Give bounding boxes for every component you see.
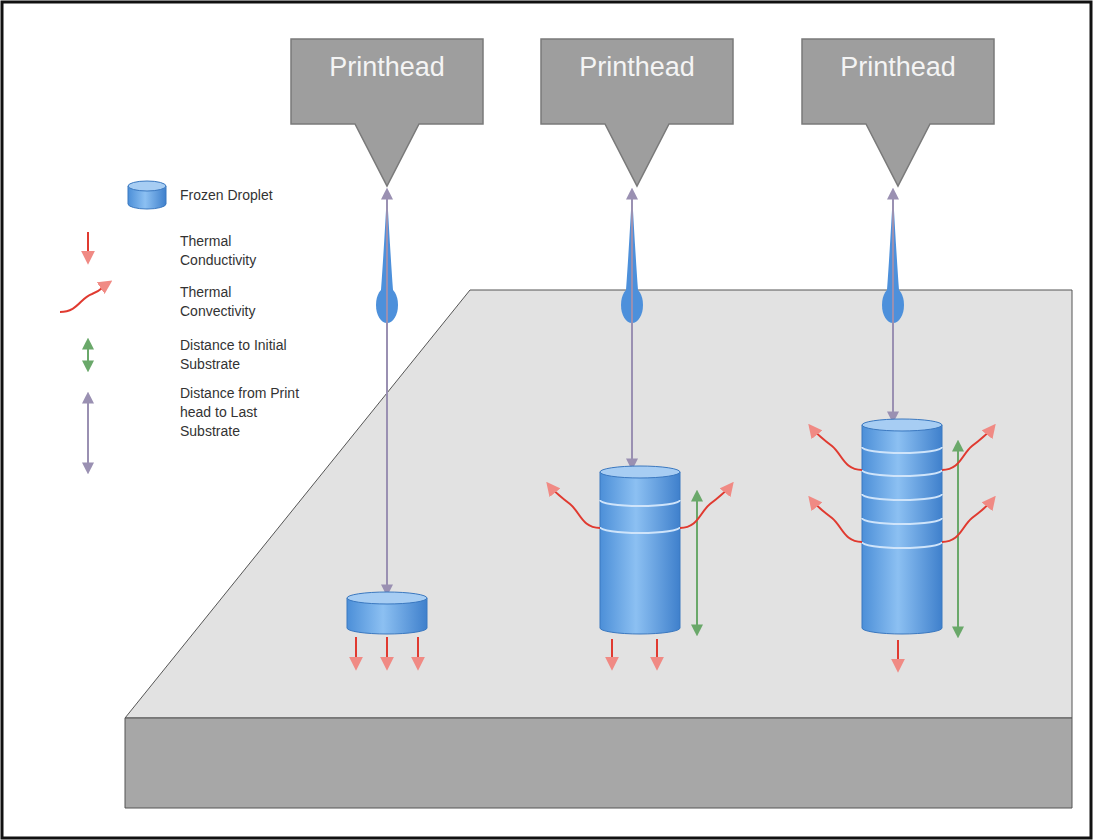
printhead: Printhead: [801, 38, 995, 188]
legend-text: Thermal Conductivity: [180, 232, 310, 270]
legend-text: Distance from Print head to Last Substra…: [180, 384, 310, 441]
legend-text: Frozen Droplet: [180, 186, 310, 205]
conduction-arrows: [356, 637, 898, 670]
printhead-outline: [291, 39, 483, 186]
printhead-label: Printhead: [290, 38, 484, 83]
legend-text: Distance to Initial Substrate: [180, 336, 310, 374]
printhead-distance-arrows: [387, 190, 893, 594]
printhead-label: Printhead: [540, 38, 734, 83]
frozen-droplet-stacks: [347, 419, 942, 634]
printhead-outline: [541, 39, 733, 186]
printhead: Printhead: [290, 38, 484, 188]
substrate-top: [125, 290, 1072, 718]
substrate-front: [125, 718, 1072, 808]
legend-text: Thermal Convectivity: [180, 283, 310, 321]
printhead-outline: [802, 39, 994, 186]
convection-arrows: [548, 426, 994, 542]
printhead: Printhead: [540, 38, 734, 188]
printhead-label: Printhead: [801, 38, 995, 83]
falling-droplets: [376, 192, 904, 323]
substrate-distance-arrows: [697, 442, 958, 636]
legend-symbols: [60, 181, 166, 472]
